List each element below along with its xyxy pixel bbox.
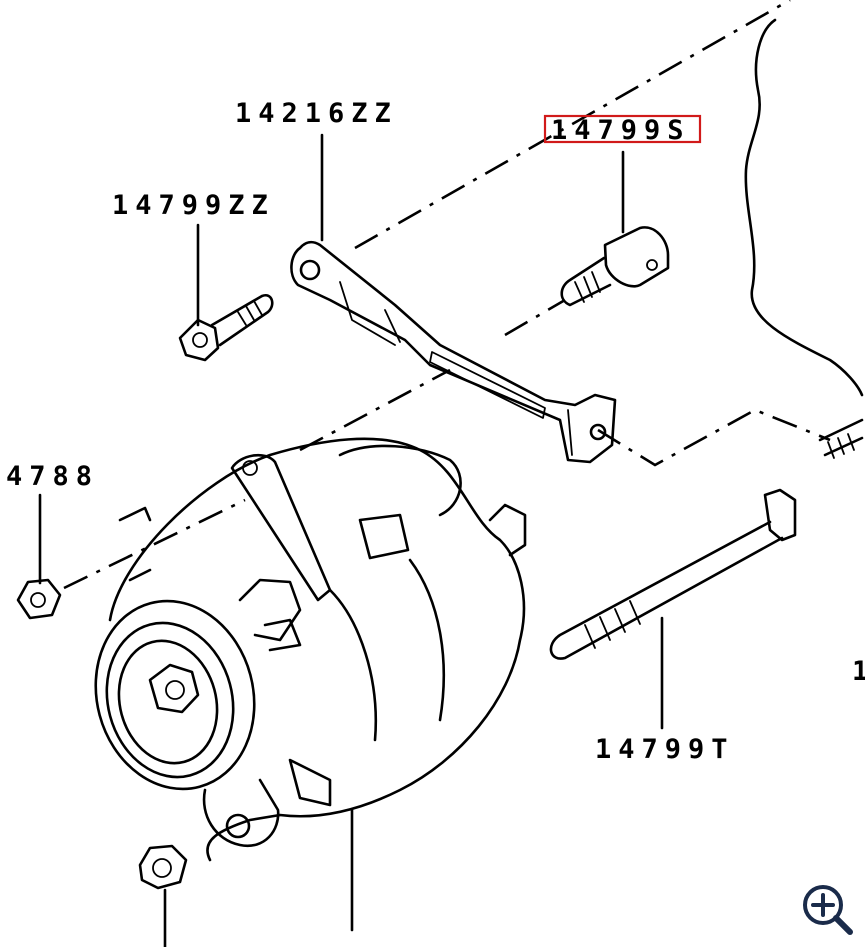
leader-lines: [38, 133, 664, 947]
long-bolt-14799t-part: [549, 488, 797, 660]
assembly-guide-lines: [63, 0, 831, 590]
nut-lower-part: [138, 844, 188, 890]
alternator-part: [94, 437, 527, 862]
highlight-box: [543, 114, 702, 144]
label-14799t[interactable]: 14799T: [595, 734, 735, 765]
edge-bolt-part: [818, 418, 864, 459]
label-14799zz[interactable]: 14799ZZ: [112, 190, 275, 221]
label-14799s[interactable]: 14799S: [551, 115, 691, 146]
nut-4788-part: [16, 578, 62, 620]
label-14216zz[interactable]: 14216ZZ: [235, 98, 398, 129]
bracket-part: [290, 240, 617, 464]
bolt-14799s-part: [560, 226, 670, 307]
label-4788[interactable]: 4788: [6, 461, 99, 492]
label-edge-partial: 1: [852, 656, 865, 687]
zoom-in-icon: [803, 885, 853, 935]
bolt-14799zz-part: [178, 293, 274, 362]
zoom-in-button[interactable]: [800, 882, 856, 938]
engine-block-outline: [744, 18, 864, 397]
